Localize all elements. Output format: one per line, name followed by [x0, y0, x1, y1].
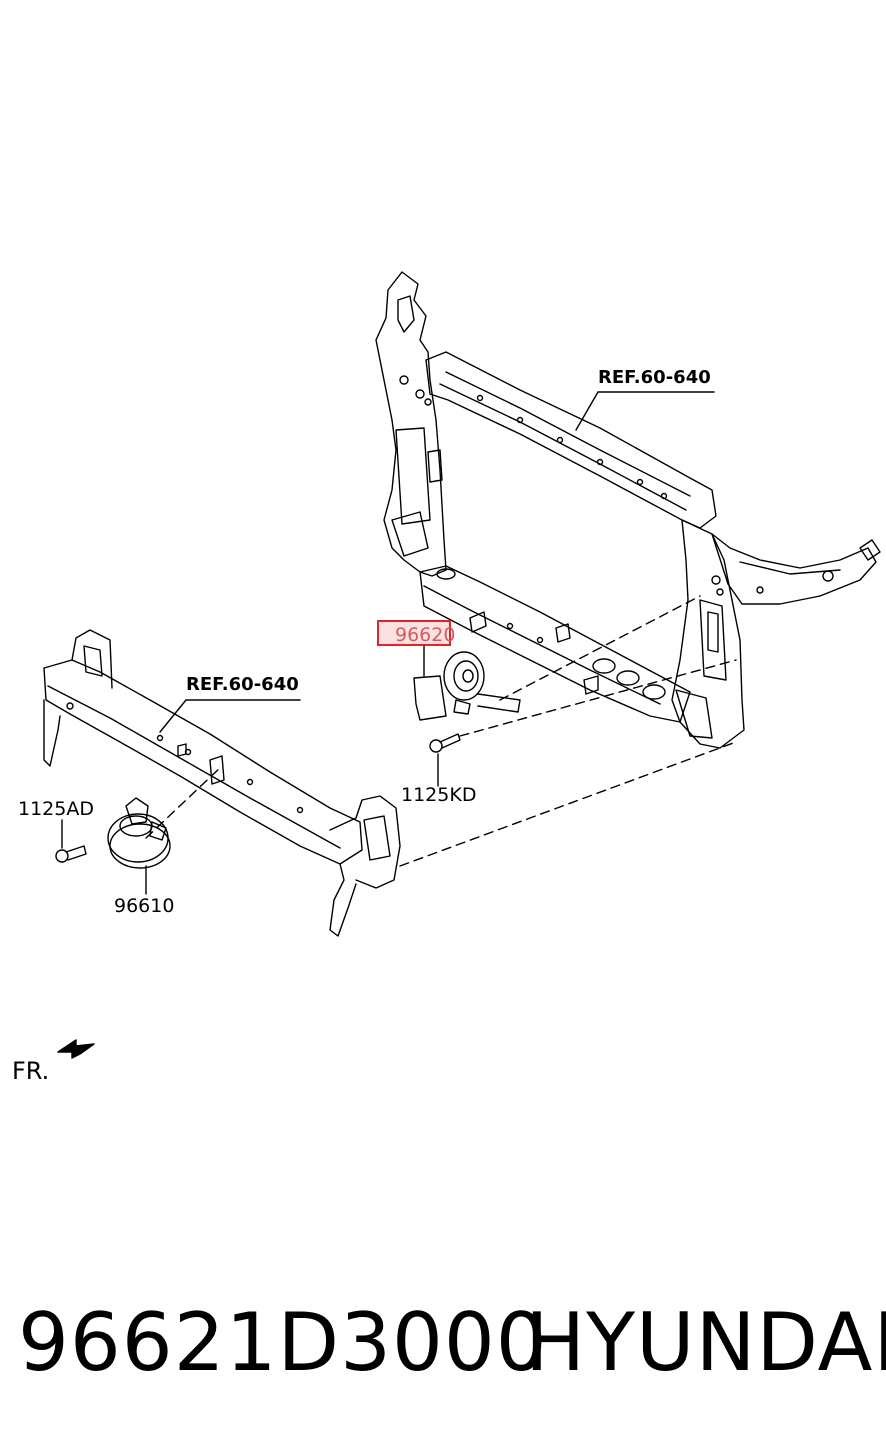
- horn-96620-drawing: [413, 651, 521, 721]
- bolt-1125ad-drawing: [55, 845, 87, 863]
- callout-1125kd: 1125KD: [401, 784, 477, 806]
- highlighted-part-callout[interactable]: 96620: [377, 620, 455, 646]
- bolt-1125kd-drawing: [429, 733, 461, 753]
- front-direction-arrow-icon: [57, 1039, 95, 1059]
- front-bumper-beam: [43, 629, 401, 937]
- callout-96620: 96620: [395, 624, 456, 646]
- leader-ref-upper: [575, 391, 715, 431]
- callout-ref-upper: REF.60-640: [598, 367, 711, 388]
- footer-part-number: 96621D3000: [18, 1296, 548, 1389]
- front-indicator-label: FR.: [12, 1057, 50, 1085]
- callout-ref-lower: REF.60-640: [186, 674, 299, 695]
- installation-guide-lines: [145, 595, 737, 867]
- callout-96610: 96610: [114, 895, 175, 917]
- front-end-module-carrier: [375, 271, 881, 749]
- callout-1125ad: 1125AD: [18, 798, 94, 820]
- horn-96610-drawing: [107, 797, 171, 869]
- footer-brand: HYUNDAI: [525, 1296, 886, 1389]
- leader-ref-lower: [159, 699, 301, 733]
